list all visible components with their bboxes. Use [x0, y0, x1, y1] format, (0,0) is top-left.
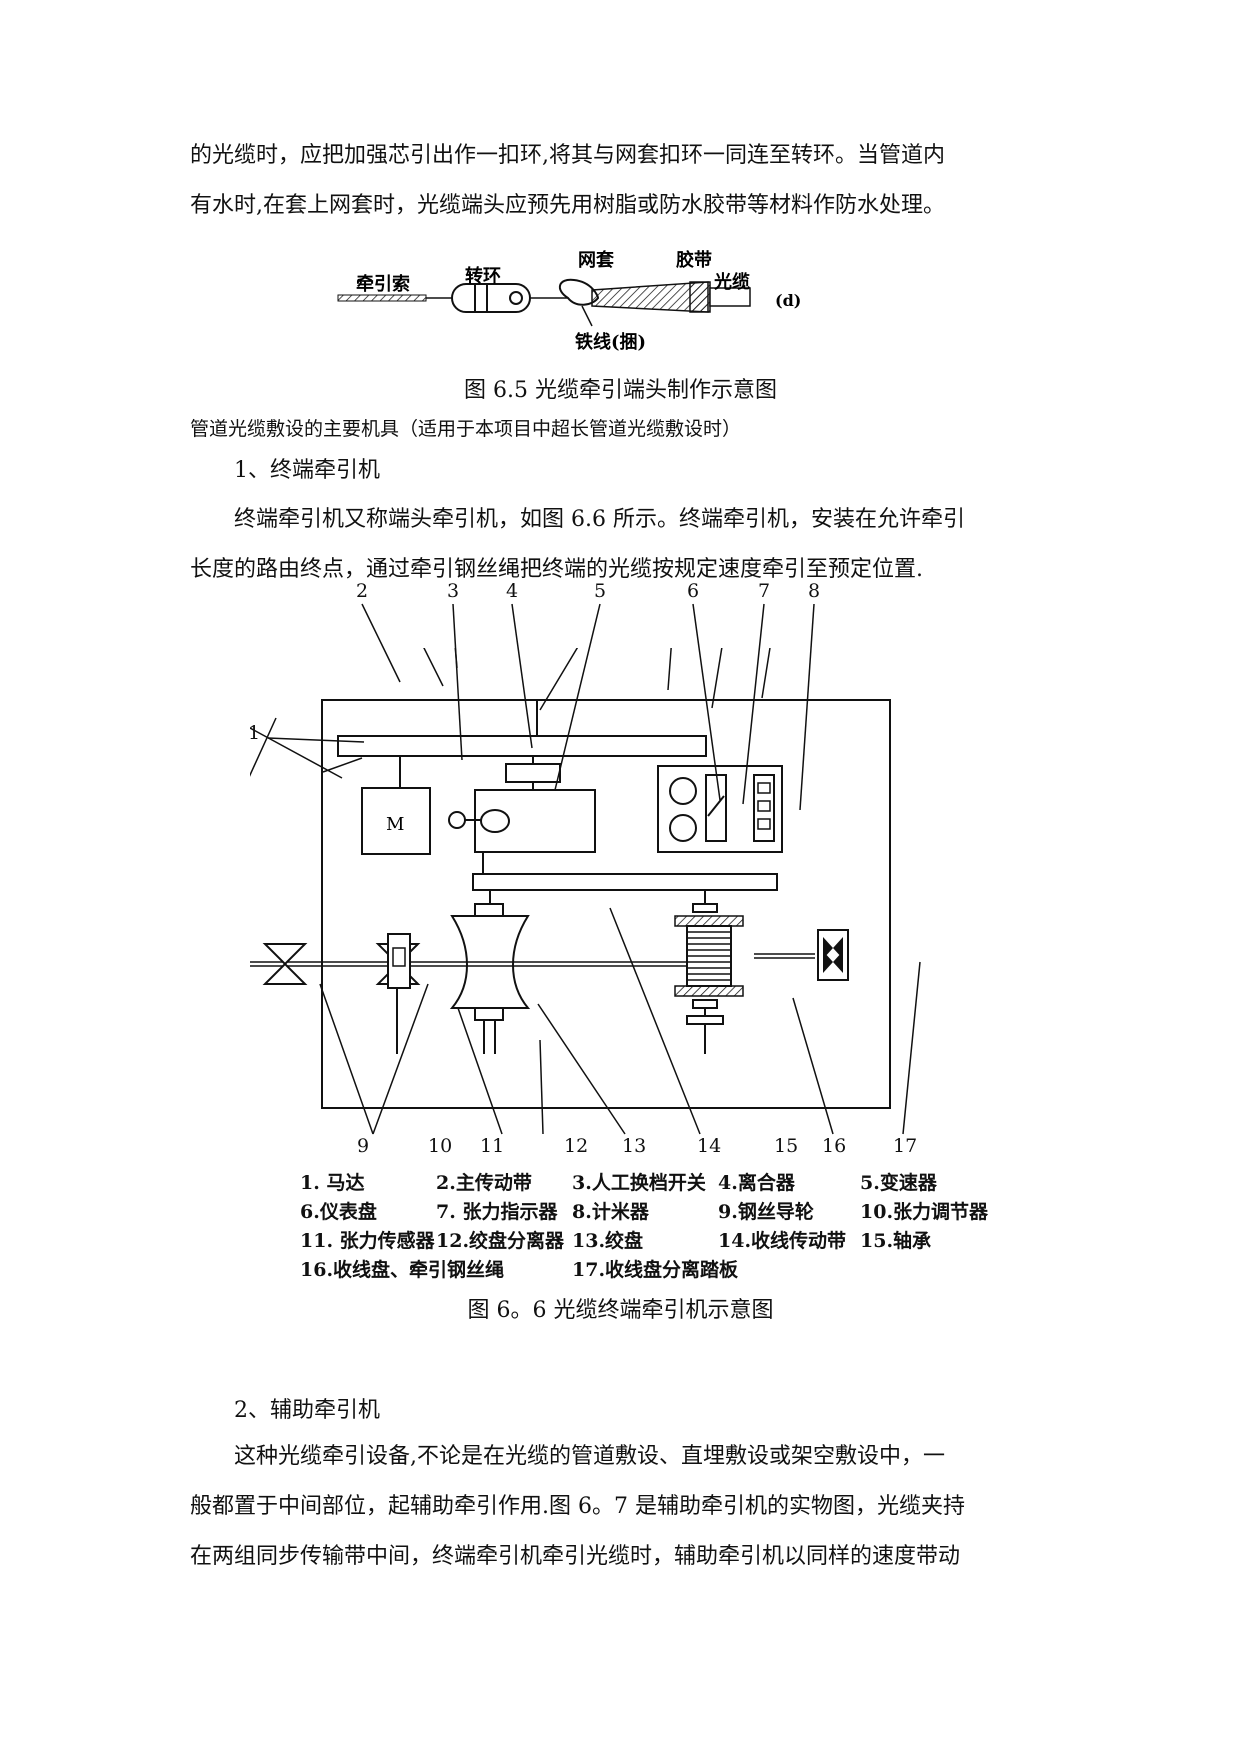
- callout-16: 16: [822, 1135, 847, 1157]
- capstan: [449, 915, 531, 1009]
- paragraph-line: 的光缆时，应把加强芯引出作一扣环,将其与网套扣环一同连至转环。当管道内: [190, 143, 945, 168]
- label-wire: 铁线(捆): [575, 331, 646, 353]
- legend-item: 14.收线传动带: [718, 1230, 847, 1252]
- label-swivel: 转环: [465, 265, 501, 287]
- legend-item: 7. 张力指示器: [436, 1201, 558, 1223]
- callout-4: 4: [506, 580, 519, 602]
- paragraph-line: 终端牵引机又称端头牵引机，如图 6.6 所示。终端牵引机，安装在允许牵引: [234, 507, 965, 532]
- callout-3: 3: [447, 580, 460, 602]
- callout-15: 15: [774, 1135, 799, 1157]
- callout-14: 14: [697, 1135, 722, 1157]
- paragraph-line: 有水时,在套上网套时，光缆端头应预先用树脂或防水胶带等材料作防水处理。: [190, 193, 945, 218]
- label-tape: 胶带: [676, 249, 712, 271]
- callout-13: 13: [622, 1135, 647, 1157]
- take-up-reel-bottom: [674, 985, 744, 997]
- motor-label: M: [386, 814, 404, 835]
- label-cable: 光缆: [713, 271, 750, 293]
- mesh-loop: [558, 278, 600, 306]
- callout-8: 8: [808, 580, 821, 602]
- heading-auxiliary-puller: 2、辅助牵引机: [234, 1398, 380, 1423]
- heading-terminal-puller: 1、终端牵引机: [234, 458, 380, 483]
- legend-row: 16.收线盘、牵引钢丝绳 17.收线盘分离踏板: [300, 1255, 1020, 1284]
- paragraph-line: 般都置于中间部位，起辅助牵引作用.图 6。7 是辅助牵引机的实物图，光缆夹持: [190, 1494, 965, 1519]
- callout-11: 11: [480, 1135, 505, 1157]
- legend-item: 11. 张力传感器: [300, 1230, 435, 1252]
- paragraph-line: 长度的路由终点，通过牵引钢丝绳把终端的光缆按规定速度牵引至预定位置.: [190, 557, 923, 582]
- paragraph-line: 这种光缆牵引设备,不论是在光缆的管道敷设、直埋敷设或架空敷设中，一: [234, 1444, 945, 1469]
- callout-6: 6: [687, 580, 700, 602]
- meter-counter: [753, 774, 775, 842]
- callout-10: 10: [428, 1135, 453, 1157]
- paragraph-3: 这种光缆牵引设备,不论是在光缆的管道敷设、直埋敷设或架空敷设中，一 般都置于中间…: [190, 1432, 1060, 1582]
- optical-cable: [709, 287, 751, 307]
- callout-17: 17: [893, 1135, 918, 1157]
- callout-7: 7: [758, 580, 771, 602]
- paragraph-2: 终端牵引机又称端头牵引机，如图 6.6 所示。终端牵引机，安装在允许牵引 长度的…: [190, 495, 1060, 595]
- paragraph-1: 的光缆时，应把加强芯引出作一扣环,将其与网套扣环一同连至转环。当管道内 有水时,…: [190, 131, 1060, 231]
- callout-5: 5: [594, 580, 607, 602]
- figure-6-6-diagram: M: [250, 648, 891, 1109]
- legend-item: 17.收线盘分离踏板: [572, 1259, 739, 1281]
- figure-6-5-diagram: 牵引索 转环 网套 胶带 光缆 铁线(捆) (d): [337, 249, 801, 353]
- figure-6-5-caption: 图 6.5 光缆牵引端头制作示意图: [464, 378, 777, 403]
- legend-item: 13.绞盘: [572, 1230, 644, 1252]
- motor: [361, 787, 431, 855]
- callout-1: 1: [248, 722, 261, 744]
- legend-item: 9.钢丝导轮: [718, 1201, 814, 1223]
- legend-row: 11. 张力传感器 12.绞盘分离器 13.绞盘 14.收线传动带 15.轴承: [300, 1226, 1020, 1255]
- take-up-belt: [472, 873, 778, 891]
- label-pull-rope: 牵引索: [356, 273, 410, 295]
- figure-6-6-caption: 图 6。6 光缆终端牵引机示意图: [467, 1298, 774, 1323]
- legend-item: 12.绞盘分离器: [436, 1230, 565, 1252]
- legend-row: 1. 马达 2.主传动带 3.人工换档开关 4.离合器 5.变速器: [300, 1168, 1020, 1197]
- legend-row: 6.仪表盘 7. 张力指示器 8.计米器 9.钢丝导轮 10.张力调节器: [300, 1197, 1020, 1226]
- main-belt: [337, 735, 707, 757]
- paragraph-line: 在两组同步传输带中间，终端牵引机牵引光缆时，辅助牵引机以同样的速度带动: [190, 1544, 961, 1569]
- callout-9: 9: [357, 1135, 370, 1157]
- legend-item: 8.计米器: [572, 1201, 649, 1223]
- callout-2: 2: [356, 580, 369, 602]
- callout-12: 12: [564, 1135, 589, 1157]
- legend-item: 1. 马达: [300, 1172, 365, 1194]
- wire-guide-wheel: [262, 943, 308, 985]
- legend-item: 5.变速器: [860, 1172, 937, 1194]
- legend-item: 16.收线盘、牵引钢丝绳: [300, 1259, 505, 1281]
- figure-6-6-legend: 1. 马达 2.主传动带 3.人工换档开关 4.离合器 5.变速器 6.仪表盘 …: [300, 1168, 1020, 1284]
- instrument-panel: [657, 765, 783, 853]
- label-d: (d): [775, 291, 801, 310]
- legend-item: 15.轴承: [860, 1230, 932, 1252]
- legend-item: 2.主传动带: [436, 1172, 532, 1194]
- legend-item: 6.仪表盘: [300, 1201, 377, 1223]
- legend-item: 4.离合器: [718, 1172, 795, 1194]
- legend-item: 10.张力调节器: [860, 1201, 989, 1223]
- section-intro: 管道光缆敷设的主要机具（适用于本项目中超长管道光缆敷设时）: [190, 418, 742, 440]
- machine-frame: [321, 699, 891, 1109]
- legend-item: 3.人工换档开关: [572, 1172, 706, 1194]
- label-mesh: 网套: [578, 249, 614, 271]
